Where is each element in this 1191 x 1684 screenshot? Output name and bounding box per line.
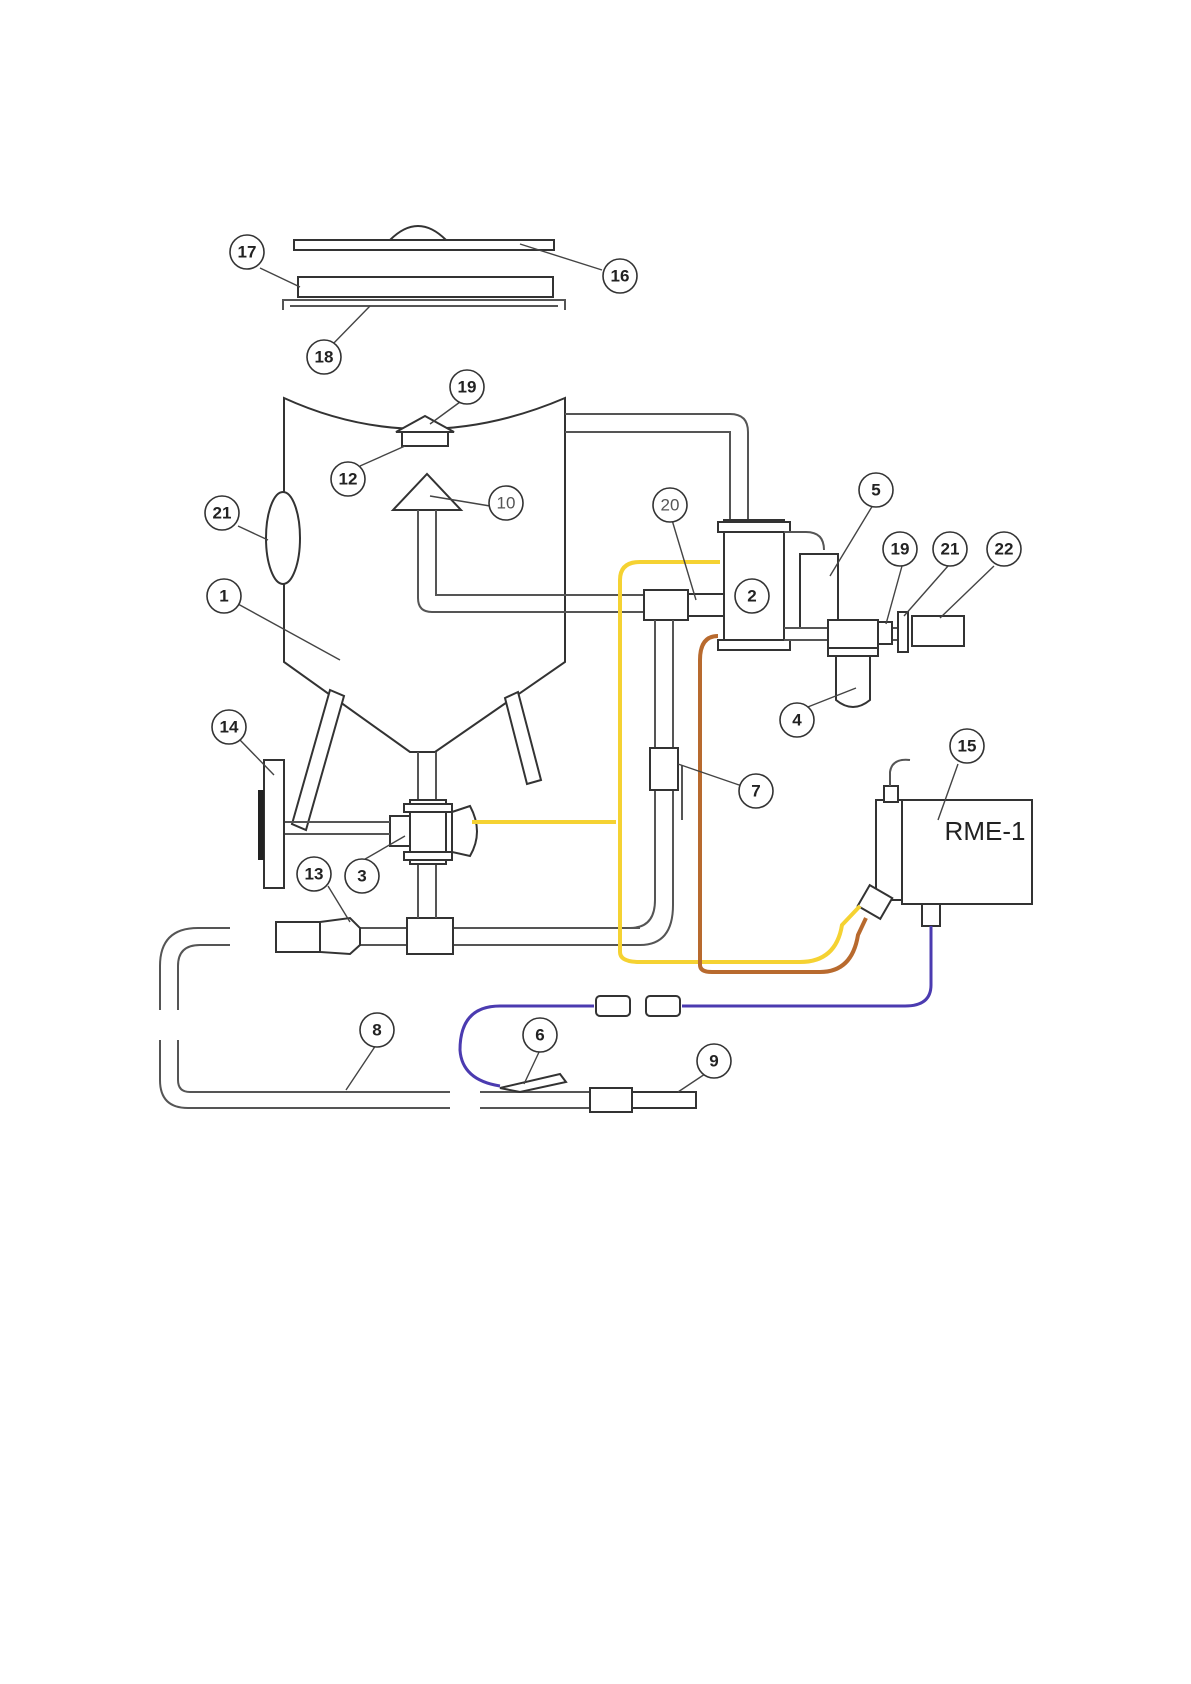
callout-12: 12 [331,462,365,496]
coupling-13 [320,918,360,954]
svg-text:1: 1 [219,587,228,606]
fitting-19 [878,622,892,644]
fitting-22 [912,616,964,646]
svg-text:20: 20 [661,496,680,515]
callout-2: 2 [735,579,769,613]
callout-13: 13 [297,857,331,891]
callout-5: 5 [859,473,893,507]
air-tee [644,590,688,620]
pressure-vessel [266,398,565,830]
svg-text:12: 12 [339,470,358,489]
callout-19-top: 19 [450,370,484,404]
callout-21-left: 21 [205,496,239,530]
callout-8: 8 [360,1013,394,1047]
svg-text:2: 2 [747,587,756,606]
purple-connector-box [922,904,940,926]
callout-4: 4 [780,703,814,737]
lid-frame [298,277,553,297]
vent-cap [396,416,454,432]
svg-text:16: 16 [611,267,630,286]
lid-handle [390,226,446,240]
inspection-port [266,492,300,584]
svg-text:4: 4 [792,711,802,730]
callout-9: 9 [697,1044,731,1078]
svg-text:13: 13 [305,865,324,884]
svg-text:19: 19 [891,540,910,559]
svg-text:18: 18 [315,348,334,367]
nozzle-holder [590,1088,632,1112]
callout-18: 18 [307,340,341,374]
callout-10: 10 [489,486,523,520]
bottom-tee [407,918,453,954]
deadman-switch-6 [500,1074,566,1092]
svg-text:14: 14 [220,718,239,737]
purple-connector-right [646,996,680,1016]
control-box: RME-1 [858,760,1032,926]
purple-control-line [460,926,931,1086]
svg-text:19: 19 [458,378,477,397]
valve-actuator [452,806,477,856]
svg-text:15: 15 [958,737,977,756]
callout-14: 14 [212,710,246,744]
nozzle-9 [632,1092,696,1108]
callout-21-right: 21 [933,532,967,566]
purple-connector-left [596,996,630,1016]
svg-text:21: 21 [213,504,232,523]
svg-text:21: 21 [941,540,960,559]
callout-6: 6 [523,1018,557,1052]
callout-15: 15 [950,729,984,763]
ball-valve-7 [650,748,678,790]
callout-17: 17 [230,235,264,269]
callout-22: 22 [987,532,1021,566]
callout-1: 1 [207,579,241,613]
vessel-leg-right [505,692,541,784]
callout-3: 3 [345,859,379,893]
control-box-label: RME-1 [945,816,1026,846]
vessel-leg-left [292,690,344,830]
vent-base [402,432,448,446]
svg-text:8: 8 [372,1021,381,1040]
vessel-body [284,398,565,752]
sensor-fitting [688,594,724,616]
callout-19-right: 19 [883,532,917,566]
svg-text:9: 9 [709,1052,718,1071]
svg-text:7: 7 [751,782,760,801]
svg-text:5: 5 [871,481,880,500]
lid-assembly [283,226,565,310]
svg-text:10: 10 [497,494,516,513]
callout-16: 16 [603,259,637,293]
svg-text:17: 17 [238,243,257,262]
lid-cover [294,240,554,250]
filter-4 [836,656,870,707]
callout-20: 20 [653,488,687,522]
fitting-21 [898,612,908,652]
svg-text:22: 22 [995,540,1014,559]
coupling-left [276,922,320,952]
svg-text:6: 6 [535,1026,544,1045]
callout-7: 7 [739,774,773,808]
regulator-5 [800,554,838,628]
svg-text:3: 3 [357,867,366,886]
handle-14 [264,760,284,888]
